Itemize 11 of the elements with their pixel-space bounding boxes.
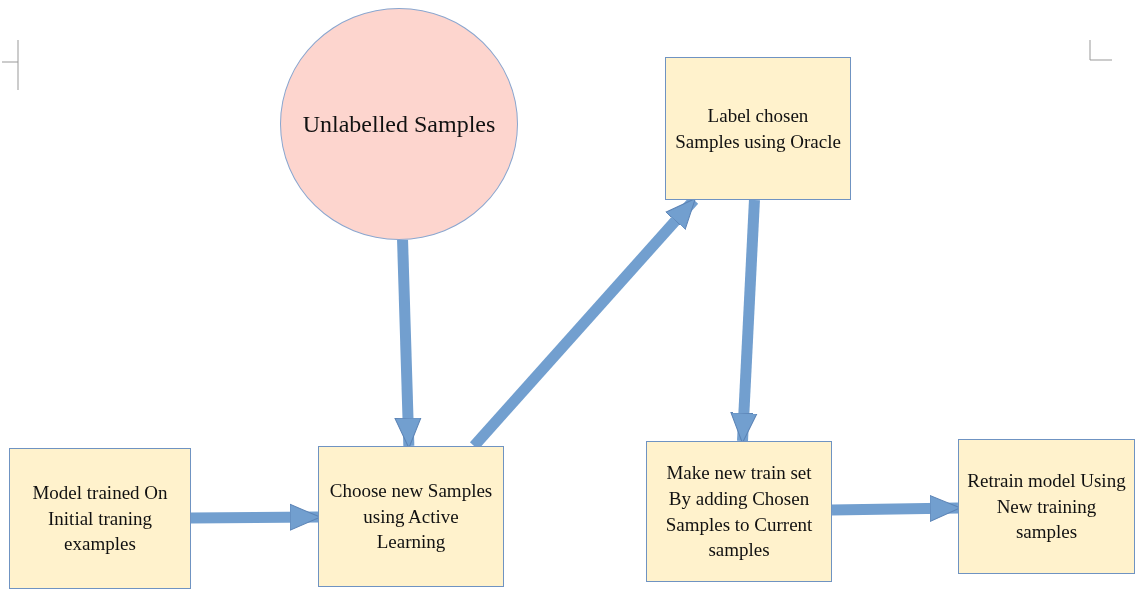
- process-box: [318, 446, 504, 587]
- process-box: [958, 439, 1135, 574]
- node-text: Unlabelled Samples: [301, 109, 497, 139]
- node-text: Model trained On Initial traning examples: [31, 481, 169, 557]
- node-text: Make new train set By adding Chosen Samples to Current samples: [664, 461, 814, 563]
- node-text: Retrain model Using New training samples: [966, 469, 1127, 545]
- process-box: [9, 448, 191, 589]
- node-text: Choose new Samples using Active Learning: [328, 479, 494, 555]
- process-box: [646, 441, 832, 582]
- node-text: Label chosen Samples using Oracle: [674, 103, 842, 154]
- process-box: [665, 57, 851, 200]
